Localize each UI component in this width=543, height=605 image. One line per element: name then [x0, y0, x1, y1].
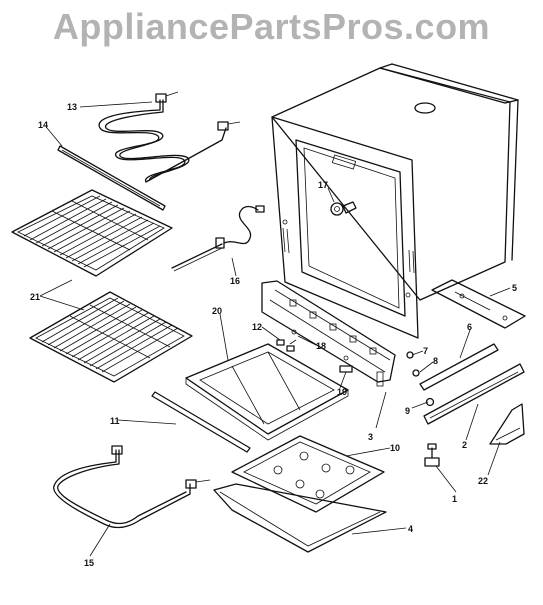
oven-light-assembly	[330, 201, 357, 216]
callout-8: 8	[433, 356, 438, 366]
part-4-pan-tray	[213, 483, 387, 553]
part-20-broiler-frame	[185, 343, 349, 441]
callout-17: 17	[318, 180, 328, 190]
watermark-logo: AppliancePartsPros.com	[52, 6, 491, 47]
callout-1: 1	[452, 494, 457, 504]
callout-14: 14	[38, 120, 48, 130]
part-1-leveling-leg	[424, 443, 440, 467]
callout-labels: 13 14 17 16 21 20 12 18 19 11 3 7 8 9 6 …	[30, 102, 517, 568]
oven-rack-upper	[11, 189, 173, 277]
callout-16: 16	[230, 276, 240, 286]
callout-13: 13	[67, 102, 77, 112]
callout-10: 10	[390, 443, 400, 453]
callout-6: 6	[467, 322, 472, 332]
callout-4: 4	[408, 524, 413, 534]
part-9-bushing	[425, 397, 435, 407]
part-11-rod	[151, 391, 251, 453]
oven-rack-lower	[29, 291, 193, 383]
part-8-bushing	[412, 369, 420, 377]
part-16-temperature-sensor	[171, 205, 265, 272]
callout-15: 15	[84, 558, 94, 568]
part-3-vent-panel	[261, 280, 396, 387]
part-22-bracket	[489, 403, 525, 445]
callout-18: 18	[316, 341, 326, 351]
callout-9: 9	[405, 406, 410, 416]
callout-22: 22	[478, 476, 488, 486]
part-10-broiler-pan	[231, 435, 385, 513]
part-19-clip	[339, 355, 353, 373]
part-13-heating-element	[98, 91, 241, 183]
part-18-clips	[276, 329, 297, 352]
callout-19: 19	[337, 387, 347, 397]
callout-12: 12	[252, 322, 262, 332]
callout-20: 20	[212, 306, 222, 316]
callout-11: 11	[110, 416, 120, 426]
callout-7: 7	[423, 346, 428, 356]
part-2-slide-rail	[423, 363, 525, 425]
callout-5: 5	[512, 283, 517, 293]
part-6-slide-rod	[419, 343, 499, 391]
callout-3: 3	[368, 432, 373, 442]
part-5-bracket	[431, 279, 526, 329]
callout-21: 21	[30, 292, 40, 302]
callout-2: 2	[462, 440, 467, 450]
oven-cavity	[271, 63, 519, 339]
leader-lines	[39, 101, 511, 557]
part-14-rod	[57, 145, 166, 211]
part-15-bake-element	[53, 445, 211, 529]
